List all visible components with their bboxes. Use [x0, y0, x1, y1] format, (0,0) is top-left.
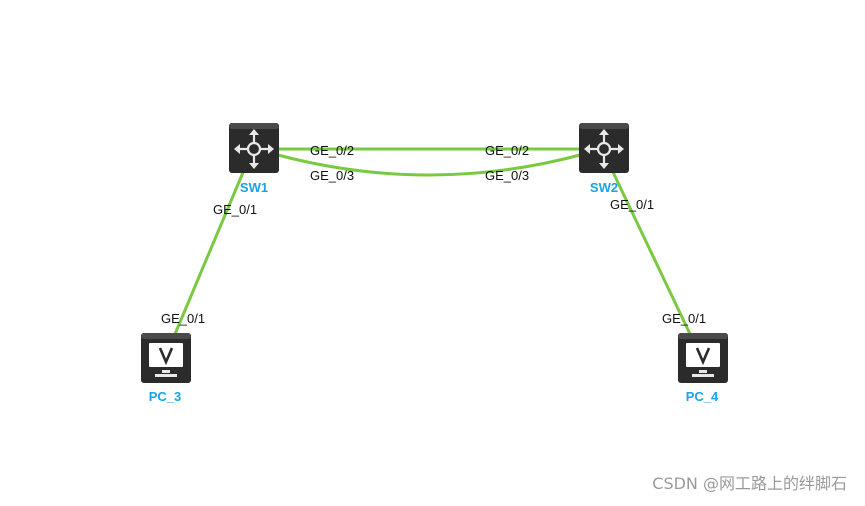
- link-sw1-sw2-ge03[interactable]: [276, 153, 582, 177]
- monitor-icon: [141, 333, 191, 383]
- port-label-sw2-ge02: GE_0/2: [485, 143, 529, 158]
- port-label-pc3-ge01: GE_0/1: [161, 311, 205, 326]
- link-sw1-pc3[interactable]: [173, 168, 246, 336]
- device-label-sw1: SW1: [240, 180, 268, 195]
- monitor-icon: [678, 333, 728, 383]
- port-label-sw1-ge01: GE_0/1: [213, 202, 257, 217]
- port-label-sw2-ge01: GE_0/1: [610, 197, 654, 212]
- device-label-pc4: PC_4: [686, 389, 719, 404]
- device-sw1[interactable]: SW1: [229, 123, 279, 195]
- port-label-sw2-ge03: GE_0/3: [485, 168, 529, 183]
- watermark-text: CSDN @网工路上的绊脚石: [652, 474, 847, 493]
- port-label-sw1-ge03: GE_0/3: [310, 168, 354, 183]
- switch-icon: [229, 123, 279, 173]
- switch-icon: [579, 123, 629, 173]
- link-sw2-pc4[interactable]: [610, 168, 692, 336]
- device-pc4[interactable]: PC_4: [678, 333, 728, 404]
- port-label-sw1-ge02: GE_0/2: [310, 143, 354, 158]
- device-sw2[interactable]: SW2: [579, 123, 629, 195]
- device-label-sw2: SW2: [590, 180, 618, 195]
- device-label-pc3: PC_3: [149, 389, 182, 404]
- port-label-pc4-ge01: GE_0/1: [662, 311, 706, 326]
- device-pc3[interactable]: PC_3: [141, 333, 191, 404]
